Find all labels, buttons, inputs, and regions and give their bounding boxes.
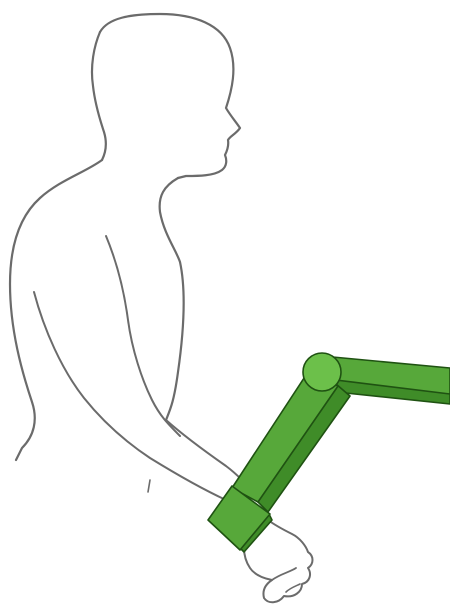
thumb-outline	[272, 568, 296, 580]
neck-front-outline	[160, 178, 184, 420]
back-of-head-outline	[92, 32, 106, 160]
arm-front-outline	[34, 292, 226, 500]
elbow-joint	[303, 353, 341, 391]
elbow-crease	[148, 480, 150, 492]
head-outline	[100, 14, 240, 178]
back-outline	[10, 160, 102, 460]
finger-crease	[286, 584, 300, 592]
upper-arm-inner-outline	[106, 236, 180, 436]
forearm-top-outline	[166, 420, 242, 480]
robotic-arm	[208, 353, 450, 552]
